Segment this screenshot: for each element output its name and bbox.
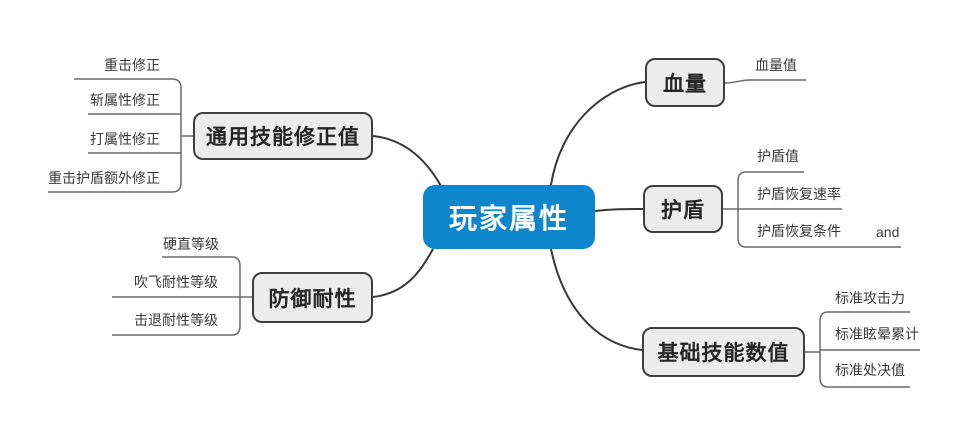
child-topic-heavy-attack-modifier[interactable]: 重击修正: [104, 57, 160, 73]
child-topic-standard-attack-power[interactable]: 标准攻击力: [835, 290, 905, 306]
connector-root-to-base-skill: [550, 248, 643, 351]
root-topic-player-attributes[interactable]: 玩家属性: [423, 185, 595, 249]
child-topic-knockup-resistance-level[interactable]: 吹飞耐性等级: [134, 274, 218, 290]
child-topic-standard-execution-value[interactable]: 标准处决值: [835, 362, 905, 378]
child-topic-strike-attribute-modifier[interactable]: 打属性修正: [90, 131, 160, 147]
child-topic-shield-recovery-condition[interactable]: 护盾恢复条件: [757, 223, 841, 239]
connector-root-to-defense: [372, 248, 434, 298]
bracket-common-skill: [171, 78, 182, 193]
child-topic-heavy-shield-extra-modifier[interactable]: 重击护盾额外修正: [48, 170, 160, 186]
underline-hp-value: [724, 79, 806, 84]
branch-topic-defense-resistance[interactable]: 防御耐性: [252, 272, 373, 323]
connector-root-to-shield: [594, 208, 644, 212]
branch-topic-common-skill-modifiers[interactable]: 通用技能修正值: [193, 112, 373, 160]
branch-topic-hp[interactable]: 血量: [645, 58, 725, 107]
child-topic-hp-value[interactable]: 血量值: [755, 57, 797, 73]
child-topic-shield-value[interactable]: 护盾值: [757, 148, 799, 164]
connector-root-to-hp: [550, 81, 646, 186]
bracket-defense: [231, 256, 241, 336]
child-topic-stiffness-level[interactable]: 硬直等级: [163, 236, 219, 252]
connector-root-to-common-skill: [372, 135, 442, 187]
annotation-and-label[interactable]: and: [876, 224, 900, 240]
branch-topic-shield[interactable]: 护盾: [643, 185, 723, 233]
child-topic-slash-attribute-modifier[interactable]: 斩属性修正: [90, 92, 160, 108]
child-topic-shield-recovery-rate[interactable]: 护盾恢复速率: [757, 186, 841, 202]
child-topic-knockback-resistance-level[interactable]: 击退耐性等级: [134, 312, 218, 328]
branch-topic-base-skill-values[interactable]: 基础技能数值: [642, 327, 805, 377]
child-topic-standard-stun-accumulation[interactable]: 标准眩晕累计: [835, 326, 919, 342]
